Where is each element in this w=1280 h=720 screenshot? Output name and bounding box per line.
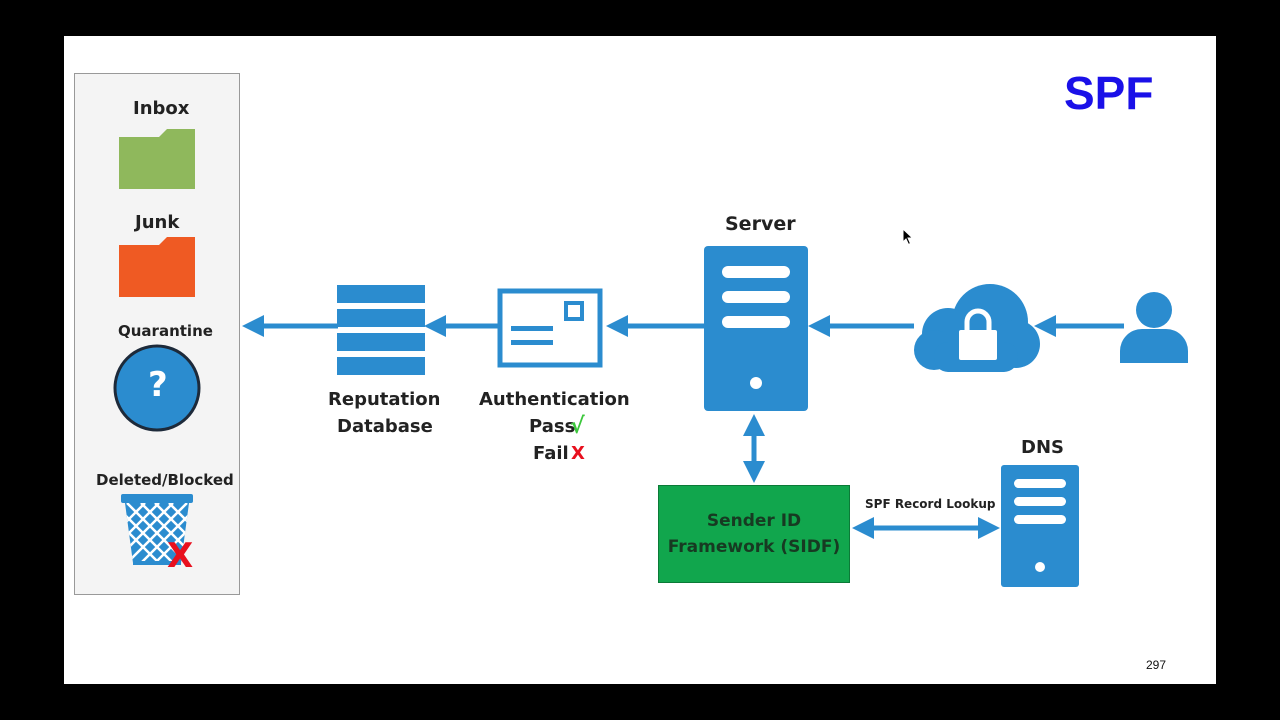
- arrow-server-sidf-head-down: [743, 461, 765, 483]
- deleted-blocked-label: Deleted/Blocked: [96, 471, 234, 489]
- flow-arrows: [242, 315, 1124, 539]
- database-icon: [337, 285, 425, 375]
- fail-x-mark: X: [571, 443, 585, 464]
- trash-bin-icon: [121, 494, 193, 565]
- page-number: 297: [1146, 658, 1167, 672]
- junk-label: Junk: [135, 212, 180, 233]
- arrow-user-to-cloud-head: [1034, 315, 1056, 337]
- envelope-icon: [497, 288, 603, 368]
- user-icon: [1120, 292, 1188, 363]
- pass-check-mark: √: [570, 414, 585, 439]
- arrow-server-to-auth-head: [606, 315, 628, 337]
- inbox-label: Inbox: [133, 98, 190, 119]
- question-mark-icon: [113, 344, 201, 432]
- pass-label: Pass: [529, 416, 576, 437]
- deleted-x-mark: X: [167, 536, 194, 576]
- sidf-box: Sender ID Framework (SIDF): [658, 485, 850, 583]
- arrow-sidf-dns-head-left: [852, 517, 874, 539]
- authentication-label: Authentication: [479, 389, 630, 410]
- reputation-label-line1: Reputation: [328, 389, 441, 410]
- fail-label: Fail: [533, 443, 569, 464]
- sidf-label: Sender ID Framework (SIDF): [667, 511, 841, 557]
- slide-title: SPF: [1064, 67, 1154, 119]
- quarantine-glyph: ?: [148, 365, 168, 405]
- dns-server-icon: [1001, 465, 1079, 587]
- arrow-reputation-to-panel-head: [242, 315, 264, 337]
- reputation-label-line2: Database: [337, 416, 433, 437]
- arrow-auth-to-reputation-head: [424, 315, 446, 337]
- inbox-folder-icon: [119, 129, 195, 189]
- quarantine-label: Quarantine: [118, 322, 213, 340]
- spf-record-lookup-label: SPF Record Lookup: [865, 497, 996, 511]
- arrow-sidf-dns-head-right: [978, 517, 1000, 539]
- dns-label: DNS: [1021, 437, 1064, 458]
- slide: SPF Inbox Junk Quarantine ? Deleted/Bloc…: [64, 36, 1216, 684]
- mouse-cursor-icon: [902, 228, 914, 246]
- arrow-server-sidf-head-up: [743, 414, 765, 436]
- arrow-cloud-to-server-head: [808, 315, 830, 337]
- junk-folder-icon: [119, 237, 195, 297]
- server-icon: [704, 246, 808, 411]
- server-label: Server: [725, 213, 796, 235]
- cloud-lock-icon: [914, 284, 1040, 372]
